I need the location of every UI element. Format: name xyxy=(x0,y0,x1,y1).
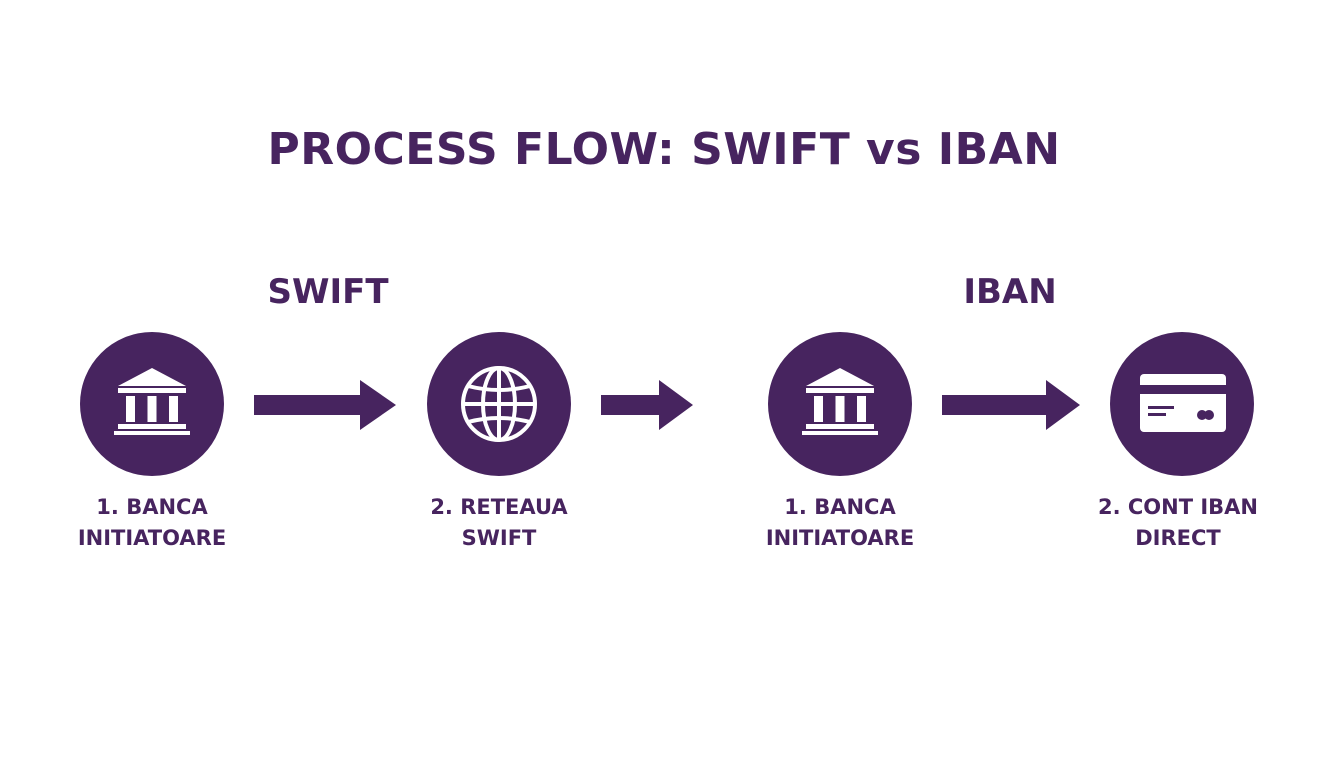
swift-step-2-label: 2. RETEAUA SWIFT xyxy=(430,495,568,550)
diagram-title: PROCESS FLOW: SWIFT vs IBAN xyxy=(267,124,1061,175)
iban-step-2-node xyxy=(1110,332,1254,476)
iban-group-label: IBAN xyxy=(963,272,1057,312)
globe-icon xyxy=(461,366,537,442)
swift-group-label: SWIFT xyxy=(267,272,389,312)
arrow-swift-1-to-2 xyxy=(254,380,396,430)
swift-step-1-label: 1. BANCA INITIATOARE xyxy=(77,495,227,550)
iban-step-1-node xyxy=(768,332,912,476)
bank-icon xyxy=(114,368,190,435)
bank-icon xyxy=(802,368,878,435)
card-icon xyxy=(1140,374,1226,432)
iban-step-1-label: 1. BANCA INITIATOARE xyxy=(765,495,915,550)
swift-step-1-node xyxy=(80,332,224,476)
arrow-iban-1-to-2 xyxy=(942,380,1080,430)
swift-step-2-node xyxy=(427,332,571,476)
arrow-swift-to-iban xyxy=(601,380,693,430)
iban-step-2-label: 2. CONT IBAN DIRECT xyxy=(1097,495,1259,550)
